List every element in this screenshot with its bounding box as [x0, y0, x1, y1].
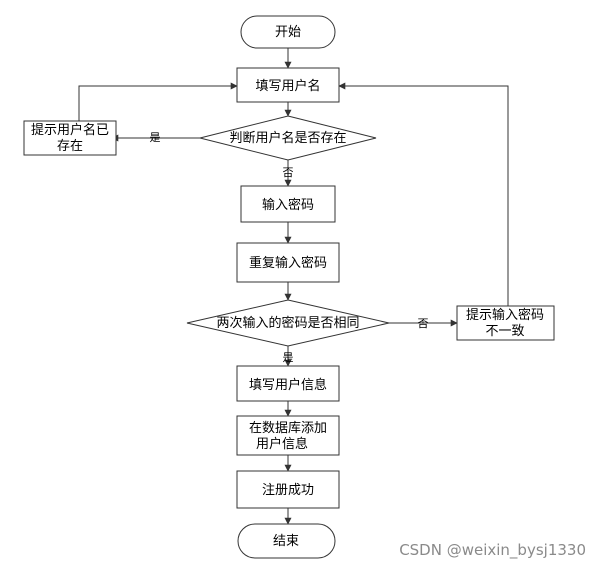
check-passwords-label: 两次输入的密码是否相同 — [216, 315, 359, 331]
edge-label-username-no: 否 — [283, 166, 294, 179]
password-mismatch-step: 提示输入密码 不一致 — [456, 305, 555, 341]
check-username-decision: 判断用户名是否存在 — [199, 115, 377, 161]
add-to-database-step: 在数据库添加 用户信息 — [236, 415, 340, 456]
edge-label-password-no: 否 — [418, 317, 429, 330]
check-passwords-decision: 两次输入的密码是否相同 — [186, 299, 390, 347]
add-to-database-label-line1: 在数据库添加 — [249, 420, 327, 436]
fill-username-label: 填写用户名 — [255, 78, 320, 94]
fill-user-info-label: 填写用户信息 — [249, 377, 327, 393]
edge-label-password-yes: 是 — [283, 351, 294, 364]
password-mismatch-label-line1: 提示输入密码 — [466, 307, 544, 323]
end-terminal: 结束 — [237, 523, 336, 559]
end-label: 结束 — [273, 534, 299, 549]
start-terminal: 开始 — [240, 15, 336, 49]
repeat-password-step: 重复输入密码 — [236, 242, 340, 283]
edge-mismatch-back-to-fill — [338, 82, 509, 306]
username-exists-label-line1: 提示用户名已 — [31, 122, 109, 138]
register-success-step: 注册成功 — [236, 470, 340, 509]
enter-password-step: 输入密码 — [240, 185, 336, 223]
username-exists-label-line2: 存在 — [57, 139, 83, 154]
fill-user-info-step: 填写用户信息 — [236, 365, 340, 402]
enter-password-label: 输入密码 — [262, 197, 314, 213]
password-mismatch-label-line2: 不一致 — [485, 324, 524, 339]
connectors — [78, 48, 509, 525]
username-exists-step: 提示用户名已 存在 — [23, 120, 117, 156]
edge-label-username-yes: 是 — [150, 131, 161, 144]
register-success-label: 注册成功 — [262, 483, 314, 498]
check-username-label: 判断用户名是否存在 — [229, 130, 346, 146]
edge-exists-back-to-fill — [78, 82, 238, 121]
start-label: 开始 — [275, 25, 301, 40]
add-to-database-label-line2: 用户信息 — [256, 436, 308, 452]
fill-username-step: 填写用户名 — [236, 67, 340, 103]
csdn-watermark: CSDN @weixin_bysj1330 — [399, 541, 586, 560]
repeat-password-label: 重复输入密码 — [249, 255, 327, 271]
